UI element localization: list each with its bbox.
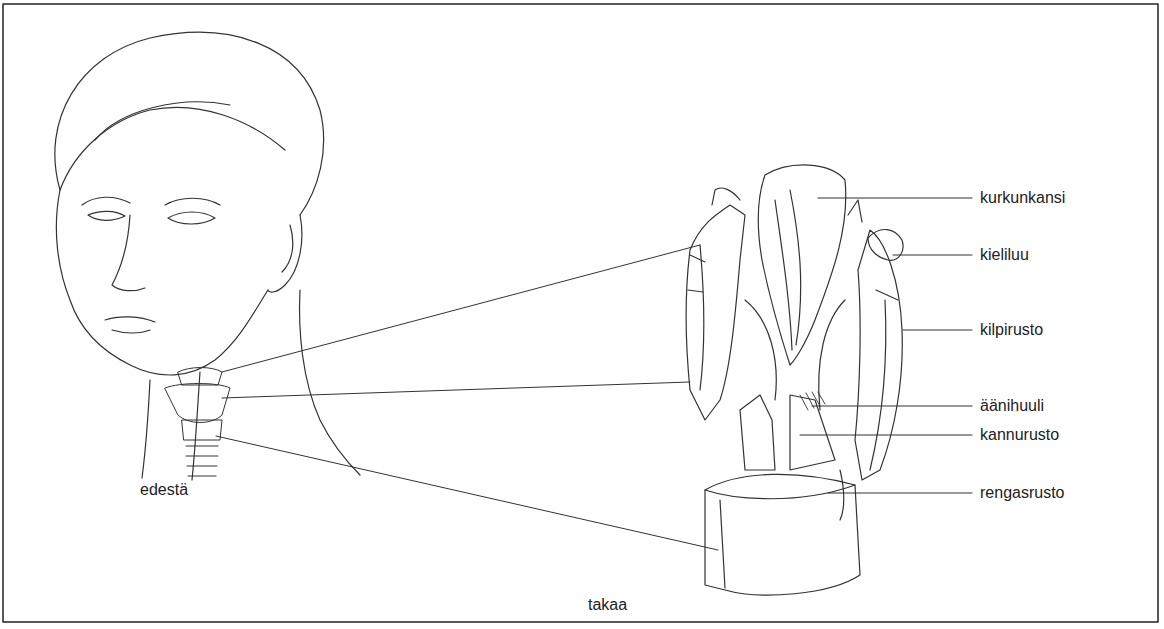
leader-lines (216, 198, 972, 550)
frame (3, 4, 1158, 622)
head-sketch (55, 32, 360, 480)
part-label: kurkunkansi (980, 188, 1065, 207)
part-label: kieliluu (980, 245, 1029, 264)
part-label: rengasrusto (980, 483, 1065, 502)
part-label: kilpirusto (980, 320, 1043, 339)
view-label: edestä (140, 480, 188, 499)
larynx-back-view (686, 165, 903, 595)
part-label: kannurusto (980, 425, 1059, 444)
view-label: takaa (588, 595, 627, 614)
part-label: äänihuuli (980, 396, 1044, 415)
